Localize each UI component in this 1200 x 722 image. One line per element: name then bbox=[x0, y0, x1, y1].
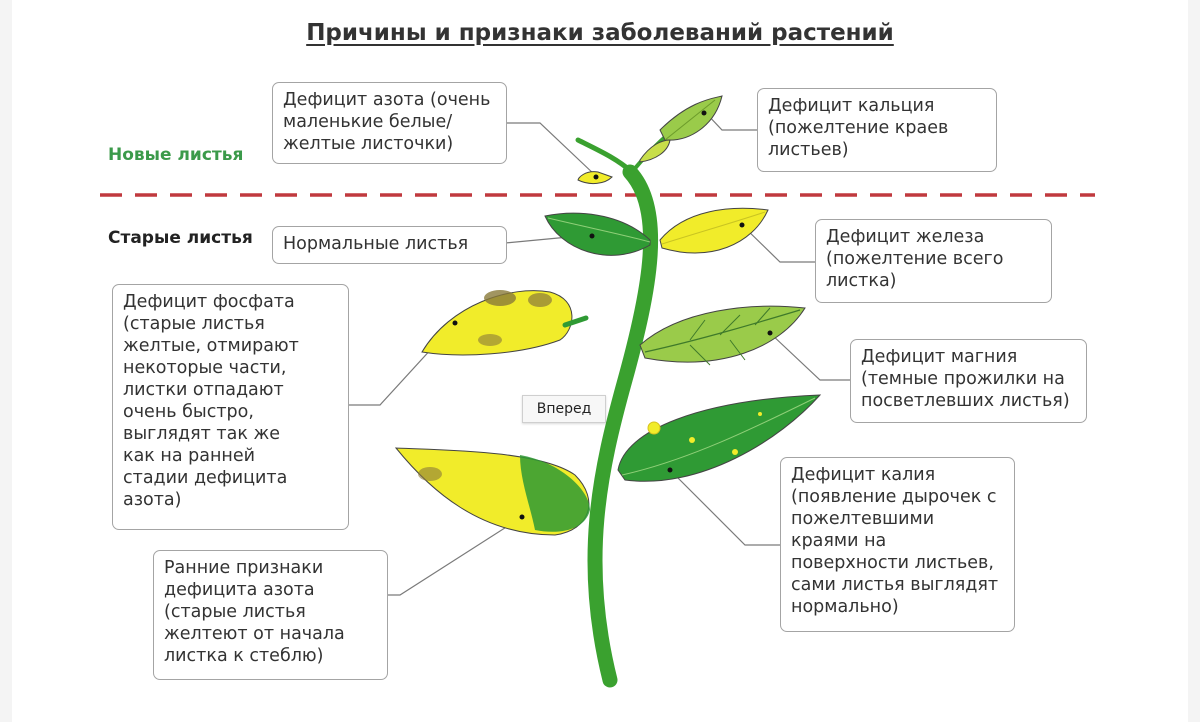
leaf-normal bbox=[544, 212, 651, 256]
leaf-phosphate bbox=[421, 290, 589, 356]
text-line: (появление дырочек с bbox=[791, 487, 997, 507]
text-line: (темные прожилки на bbox=[861, 369, 1065, 389]
box-potassium: Дефицит калия (появление дырочек с пожел… bbox=[780, 457, 1015, 632]
text-line: (старые листья bbox=[123, 314, 265, 334]
box-iron: Дефицит железа (пожелтение всего листка) bbox=[815, 219, 1052, 303]
text-line: Дефицит азота (очень bbox=[283, 90, 491, 110]
leaf-calcium bbox=[639, 95, 723, 163]
text-line: маленькие белые/ bbox=[283, 112, 453, 132]
text-line: очень быстро, bbox=[123, 402, 254, 422]
page-title: Причины и признаки заболеваний растений bbox=[306, 20, 894, 46]
text-line: Дефицит магния bbox=[861, 347, 1018, 367]
box-calcium: Дефицит кальция (пожелтение краев листье… bbox=[757, 88, 997, 172]
leaf-nitrogen-new bbox=[577, 171, 613, 185]
text-line: посветлевших листья) bbox=[861, 391, 1070, 411]
text-line: Дефицит кальция bbox=[768, 96, 935, 116]
box-nitrogen-early: Ранние признаки дефицита азота (старые л… bbox=[153, 550, 388, 680]
old-leaves-label: Старые листья bbox=[108, 228, 253, 248]
text-line: Нормальные листья bbox=[283, 234, 469, 254]
text-line: поверхности листьев, bbox=[791, 553, 994, 573]
text-line: желтые, отмирают bbox=[123, 336, 299, 356]
box-magnesium: Дефицит магния (темные прожилки на посве… bbox=[850, 339, 1087, 423]
leaf-nitrogen-early bbox=[394, 447, 590, 536]
text-line: листки отпадают bbox=[123, 380, 284, 400]
text-line: (старые листья bbox=[164, 602, 306, 622]
text-line: (пожелтение краев bbox=[768, 118, 949, 138]
text-line: листка к стеблю) bbox=[164, 646, 324, 666]
text-line: азота) bbox=[123, 490, 182, 510]
text-line: желтые листочки) bbox=[283, 134, 454, 154]
stem bbox=[587, 164, 659, 688]
box-normal: Нормальные листья bbox=[272, 226, 507, 264]
text-line: некоторые части, bbox=[123, 358, 287, 378]
text-line: листка) bbox=[826, 271, 897, 291]
text-line: листьев) bbox=[768, 140, 849, 160]
text-line: пожелтевшими bbox=[791, 509, 935, 529]
text-line: стадии дефицита bbox=[123, 468, 288, 488]
text-line: выглядят так же bbox=[123, 424, 281, 444]
text-line: желтеют от начала bbox=[164, 624, 345, 644]
text-line: (пожелтение всего bbox=[826, 249, 1004, 269]
leaf-potassium bbox=[617, 394, 822, 482]
leaf-magnesium bbox=[639, 305, 806, 366]
text-line: как на ранней bbox=[123, 446, 256, 466]
text-line: сами листья выглядят bbox=[791, 575, 999, 595]
new-leaves-label: Новые листья bbox=[108, 145, 244, 165]
box-nitrogen-new: Дефицит азота (очень маленькие белые/ же… bbox=[272, 82, 507, 164]
text-line: Ранние признаки bbox=[164, 558, 324, 578]
text-line: дефицита азота bbox=[164, 580, 315, 600]
forward-tooltip[interactable]: Вперед bbox=[522, 395, 606, 423]
text-line: Дефицит калия bbox=[791, 465, 936, 485]
text-line: нормально) bbox=[791, 597, 899, 617]
text-line: Дефицит фосфата bbox=[123, 292, 295, 312]
leaf-iron bbox=[659, 207, 769, 254]
box-phosphate: Дефицит фосфата (старые листья желтые, о… bbox=[112, 284, 349, 530]
text-line: Дефицит железа bbox=[826, 227, 985, 247]
text-line: краями на bbox=[791, 531, 887, 551]
